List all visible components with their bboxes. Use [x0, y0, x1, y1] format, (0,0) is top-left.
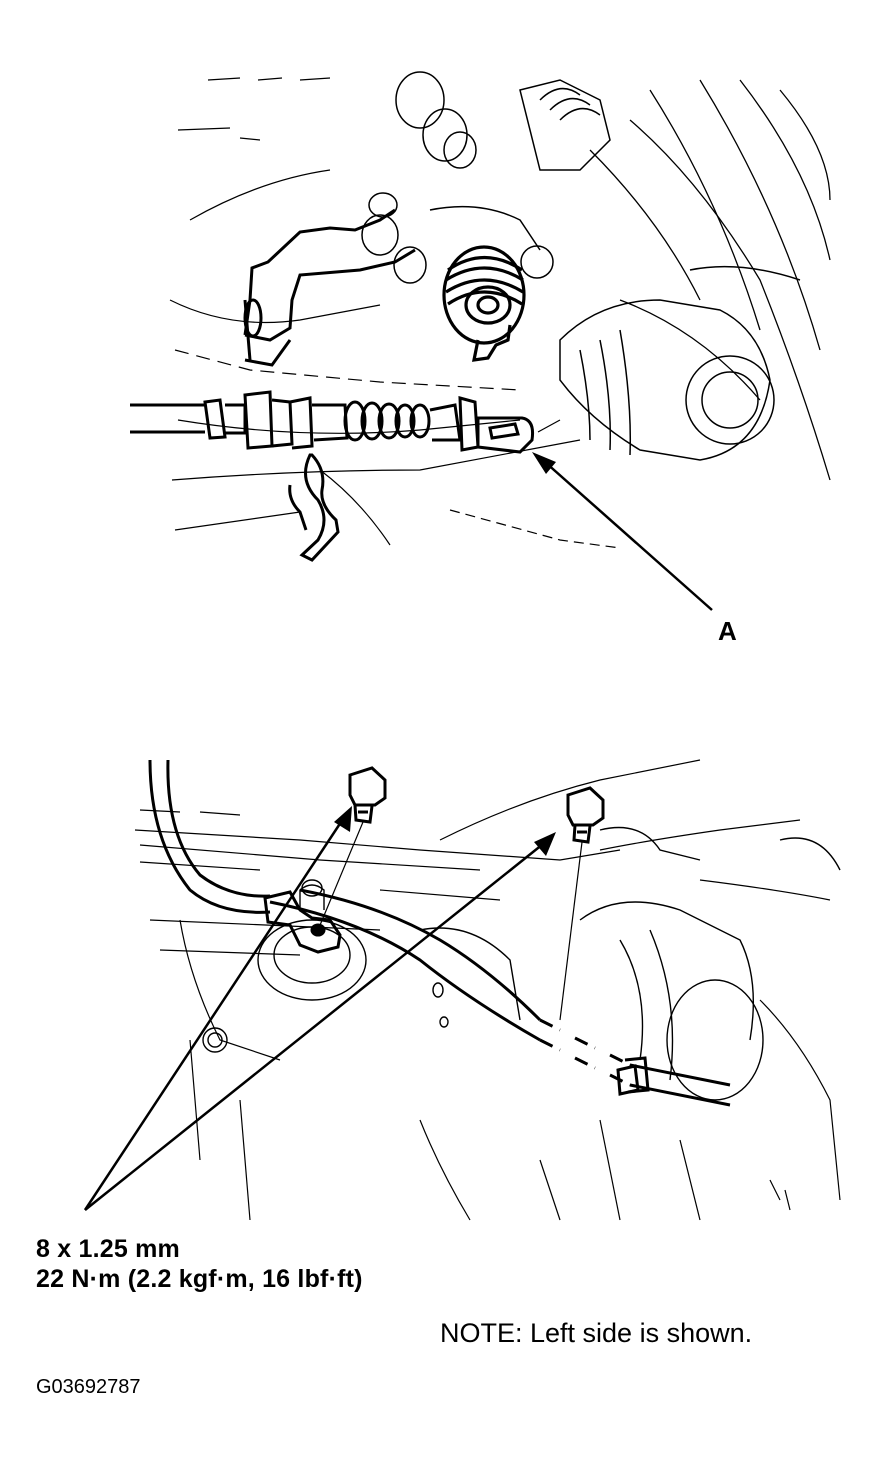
- top-illustration: A: [0, 0, 870, 680]
- bolt-size-spec: 8 x 1.25 mm: [36, 1235, 180, 1263]
- bottom-illustration: [0, 740, 870, 1240]
- callout-a-leader: [532, 452, 713, 611]
- torque-spec: 22 N·m (2.2 kgf·m, 16 lbf·ft): [36, 1265, 363, 1293]
- torque-spec-leaders: [83, 806, 556, 1211]
- figure-id: G03692787: [36, 1376, 141, 1398]
- note-text: NOTE: Left side is shown.: [440, 1318, 753, 1348]
- callout-label-a: A: [718, 616, 737, 646]
- bracket-bolts-drawing: [83, 759, 841, 1221]
- bolt-right: [566, 786, 605, 844]
- bolt-left: [348, 766, 387, 824]
- cable-end-drawing: [130, 71, 831, 611]
